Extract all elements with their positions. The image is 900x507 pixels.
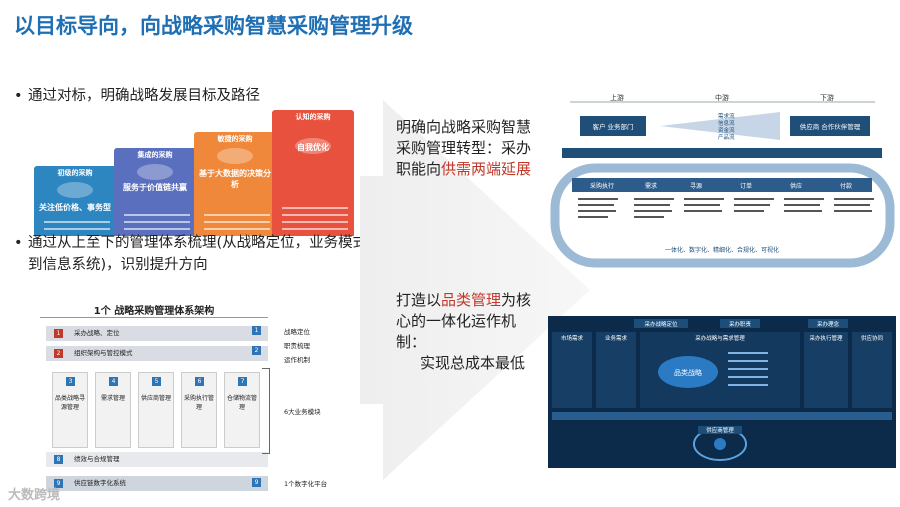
slide-title: 以目标导向，向战略采购智慧采购管理升级 [14,14,413,38]
svg-text:采办职责: 采办职责 [729,320,752,328]
stair-step-3: 敏捷的采购 基于大数据的决策分析 [194,132,276,236]
arch-title: 1个 战略采购管理体系架构 [40,302,268,318]
svg-text:资金流: 资金流 [718,126,735,134]
svg-text:采办战略与需求管理: 采办战略与需求管理 [695,334,745,342]
svg-text:寻源: 寻源 [690,182,702,190]
svg-text:供应: 供应 [790,182,802,190]
supply-chain-cycle-diagram: 上游 中游 下游 客户 业务部门 供应商 合作伙伴管理 需求流 信息流 资金流 … [550,92,895,272]
svg-text:供应协同: 供应协同 [861,334,884,342]
stair-step-4: 认知的采购 自我优化 [272,110,354,236]
svg-text:客户 业务部门: 客户 业务部门 [592,122,633,131]
bullet-1: •通过对标，明确战略发展目标及路径 [14,88,260,104]
svg-text:产品流: 产品流 [718,133,735,141]
svg-text:采购执行: 采购执行 [590,182,614,190]
svg-text:需求: 需求 [645,182,657,190]
stair-step-2: 集成的采购 服务于价值链共赢 [114,148,196,236]
maturity-staircase: 初级的采购 关注低价格、事务型 集成的采购 服务于价值链共赢 敏捷的采购 基于大… [34,110,364,236]
svg-text:市场需求: 市场需求 [561,334,584,342]
svg-text:采办战略定位: 采办战略定位 [644,320,678,328]
arch-right-label-5: 1个数字化平台 [284,480,328,488]
svg-text:需求流: 需求流 [718,112,735,120]
svg-text:订单: 订单 [740,182,752,190]
arch-right-label-2: 职责梳理 [284,342,310,350]
category-management-diagram: 采办战略定位 采办职责 采办理念 市场需求 业务需求 采办战略与需求管理 采办执… [548,316,896,468]
svg-text:一体化、数字化、精细化、合规化、可视化: 一体化、数字化、精细化、合规化、可视化 [665,246,779,254]
svg-text:供应商管理: 供应商管理 [706,426,734,434]
svg-text:供应商 合作伙伴管理: 供应商 合作伙伴管理 [800,122,861,131]
svg-text:采办执行管理: 采办执行管理 [809,334,843,342]
arch-right-label-1: 战略定位 [284,328,310,336]
svg-text:中游: 中游 [715,93,729,102]
svg-text:上游: 上游 [610,93,624,102]
svg-text:下游: 下游 [820,93,834,102]
bullet-2: •通过从上至下的管理体系梳理(从战略定位，业务模式到信息系统)，识别提升方向 [14,235,368,273]
svg-text:品类战略: 品类战略 [674,368,702,377]
svg-text:信息流: 信息流 [718,119,735,127]
svg-text:业务需求: 业务需求 [605,334,628,342]
svg-text:采办理念: 采办理念 [817,320,840,328]
mid-text-2: 打造以品类管理为核心的一体化运作机制： 实现总成本最低 [396,291,532,372]
arch-right-label-4: 6大业务模块 [284,408,321,416]
mid-text-1: 明确向战略采购智慧采购管理转型：采办职能向供需两端延展 [396,118,532,178]
stair-step-1: 初级的采购 关注低价格、事务型 [34,166,116,236]
watermark: 大数跨境 [8,488,61,503]
svg-text:付款: 付款 [840,182,852,190]
arch-right-label-3: 运作机制 [284,356,310,364]
